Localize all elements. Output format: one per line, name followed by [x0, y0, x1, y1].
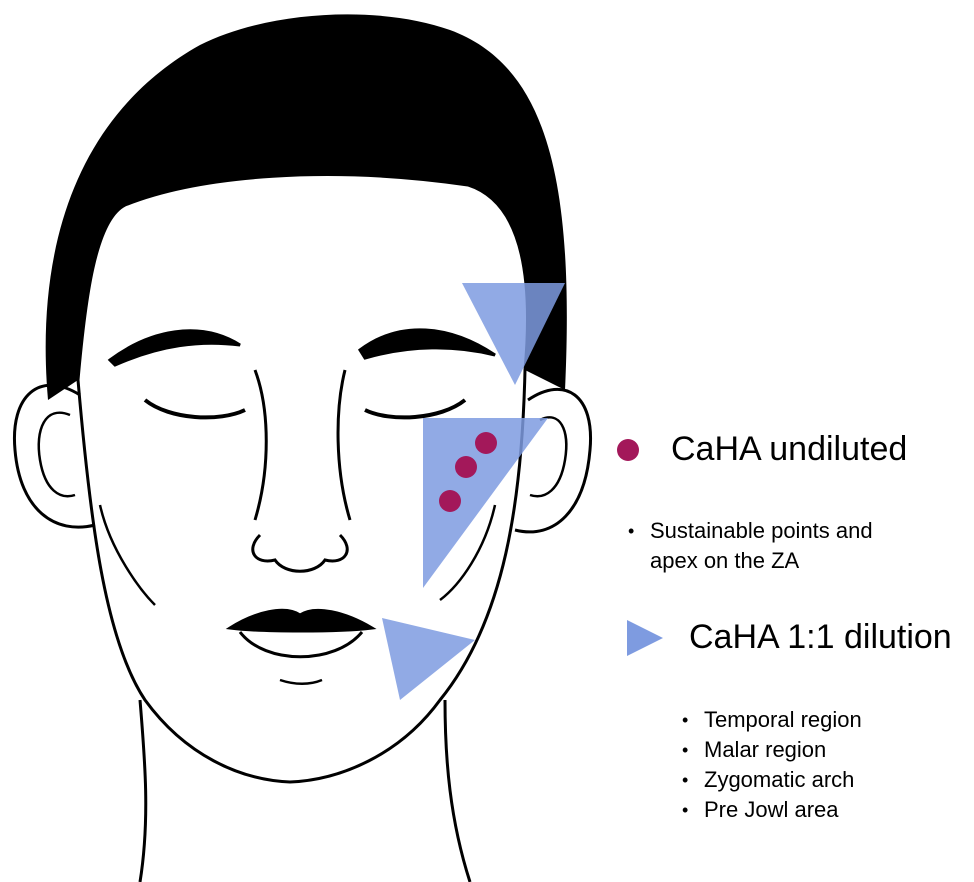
- eyebrow-right: [360, 330, 495, 358]
- dilution-note: Pre Jowl area: [682, 795, 862, 825]
- dilution-triangle-prejowl: [382, 618, 475, 700]
- undiluted-point: [439, 490, 461, 512]
- nose-bridge-right: [338, 370, 350, 520]
- cheek-line-left: [100, 505, 155, 605]
- neck-right: [445, 700, 470, 882]
- ear-left-inner: [39, 413, 75, 496]
- ear-left: [14, 385, 95, 527]
- legend-undiluted-label: CaHA undiluted: [671, 430, 907, 469]
- undiluted-point: [455, 456, 477, 478]
- dilution-marker-icon: [627, 620, 663, 656]
- undiluted-note: Sustainable points and apex on the ZA: [628, 516, 873, 576]
- neck-left: [140, 700, 146, 882]
- legend-dilution: CaHA 1:1 dilution: [627, 618, 952, 657]
- dilution-note: Zygomatic arch: [682, 765, 862, 795]
- legend-undiluted: CaHA undiluted: [617, 430, 907, 469]
- ear-right: [515, 389, 591, 532]
- eye-right: [365, 400, 465, 417]
- upper-lip: [230, 610, 372, 631]
- undiluted-notes: Sustainable points and apex on the ZA: [628, 516, 873, 576]
- eye-left: [145, 400, 245, 417]
- eyebrow-left: [110, 331, 240, 365]
- legend-dilution-label: CaHA 1:1 dilution: [689, 618, 952, 657]
- nose-base: [253, 535, 347, 571]
- undiluted-point: [475, 432, 497, 454]
- dilution-note: Malar region: [682, 735, 862, 765]
- dilution-note: Temporal region: [682, 705, 862, 735]
- lower-lip: [240, 632, 362, 657]
- nose-bridge-left: [255, 370, 266, 520]
- dilution-notes: Temporal region Malar region Zygomatic a…: [682, 705, 862, 825]
- chin-line: [280, 680, 322, 684]
- undiluted-marker-icon: [617, 439, 639, 461]
